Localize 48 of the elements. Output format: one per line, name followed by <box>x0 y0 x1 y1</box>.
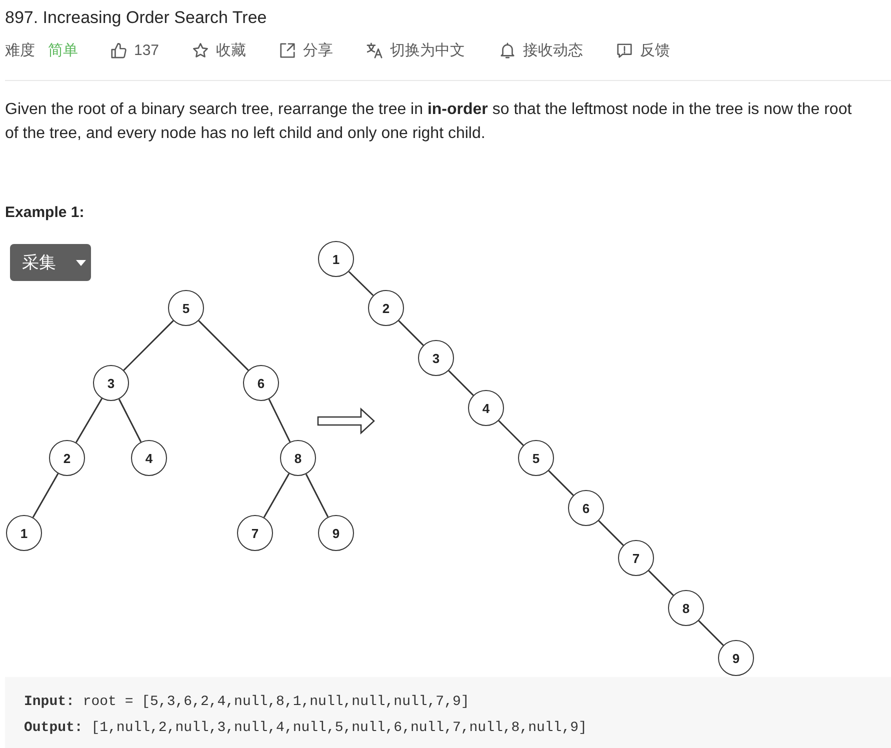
tree-edge <box>268 398 291 442</box>
collect-button: 采集 <box>10 244 91 281</box>
subscribe-button: 接收动态 <box>499 41 583 60</box>
tree-node: 9 <box>318 515 354 551</box>
tree-edge <box>32 473 59 518</box>
tree-edge <box>548 470 574 496</box>
tree-node: 1 <box>318 241 354 277</box>
tree-edge <box>398 320 424 346</box>
translate-button: 切换为中文 <box>366 41 465 60</box>
tree-edge <box>648 570 674 596</box>
feedback-button: 反馈 <box>616 41 670 60</box>
tree-edge <box>198 320 249 371</box>
output-line: Output: [1,null,2,null,3,null,4,null,5,null,6,null,7,null,8,null,9] <box>24 719 587 737</box>
tree-edge <box>305 474 329 518</box>
tree-node: 4 <box>131 440 167 476</box>
tree-node: 7 <box>237 515 273 551</box>
tree-node: 4 <box>468 390 504 426</box>
tree-edge <box>123 320 174 371</box>
tree-edge <box>598 520 624 546</box>
like-button: 137 <box>110 41 160 60</box>
tree-edge <box>448 370 474 396</box>
tree-node: 2 <box>49 440 85 476</box>
problem-title: 897. Increasing Order Search Tree <box>5 7 267 29</box>
tree-node: 5 <box>518 440 554 476</box>
tree-node: 1 <box>6 515 42 551</box>
tree-node: 3 <box>93 365 129 401</box>
tree-edge <box>498 420 524 446</box>
tree-node: 2 <box>368 290 404 326</box>
problem-description: Given the root of a binary search tree, rearrange the tree in in-order so that the leftmost node in the tree is now the root of the tree, and every node has no left child and only one right child. <box>5 100 853 144</box>
share-button: 分享 <box>279 41 333 60</box>
tree-edge <box>263 473 290 518</box>
tree-node: 3 <box>418 340 454 376</box>
tree-edge <box>348 271 374 296</box>
tree-edge <box>75 398 103 443</box>
tree-edge <box>698 620 724 646</box>
tree-node: 8 <box>668 590 704 626</box>
tree-edge <box>118 398 142 442</box>
tree-node: 5 <box>168 290 204 326</box>
example-heading: Example 1: <box>5 203 84 223</box>
tree-node: 8 <box>280 440 316 476</box>
tree-node: 9 <box>718 640 754 676</box>
tree-node: 7 <box>618 540 654 576</box>
difficulty-label: 难度 <box>5 41 35 60</box>
difficulty-level: 简单 <box>48 41 78 60</box>
favorite-button: 收藏 <box>192 41 246 60</box>
tree-node: 6 <box>568 490 604 526</box>
input-line: Input: root = [5,3,6,2,4,null,8,1,null,null,null,7,9] <box>24 693 470 711</box>
tree-node: 6 <box>243 365 279 401</box>
